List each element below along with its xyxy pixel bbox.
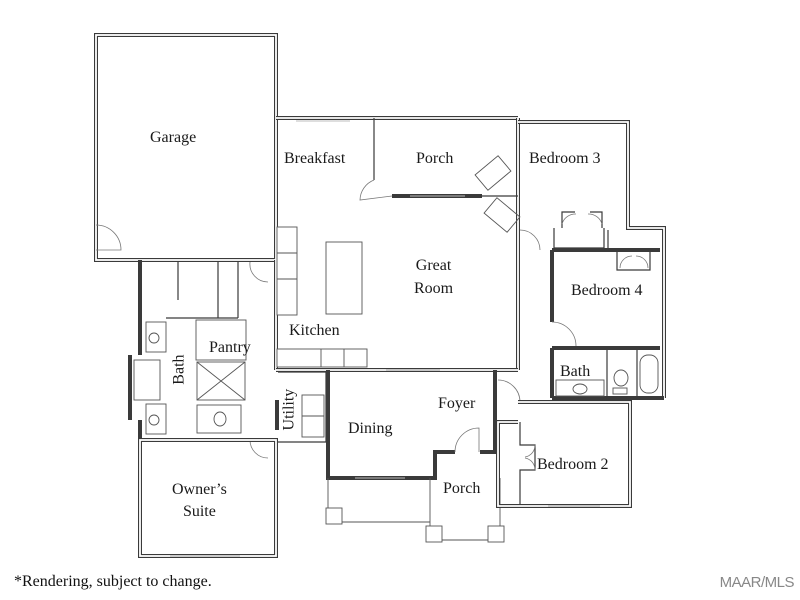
bedroom2-walls bbox=[496, 400, 632, 508]
bedroom3-closet bbox=[553, 211, 605, 249]
front-porch bbox=[325, 478, 505, 543]
breakfast-door-swing bbox=[359, 179, 393, 201]
room-label-front-porch: Porch bbox=[443, 480, 481, 497]
dining-foyer-walls bbox=[326, 370, 521, 480]
room-label-rear-porch: Porch bbox=[416, 150, 454, 167]
room-label-bedroom-4: Bedroom 4 bbox=[571, 282, 643, 299]
room-label-owner-bath: Bath bbox=[170, 354, 188, 385]
room-label-kitchen: Kitchen bbox=[289, 322, 340, 339]
kitchen-fixtures bbox=[276, 226, 368, 368]
room-label-utility: Utility bbox=[280, 388, 298, 431]
bedroom4-walls bbox=[519, 229, 660, 398]
room-label-foyer: Foyer bbox=[438, 395, 476, 412]
exterior-walls bbox=[274, 116, 666, 398]
room-label-breakfast: Breakfast bbox=[284, 150, 346, 167]
mls-watermark: MAAR/MLS bbox=[719, 574, 795, 591]
rendering-disclaimer: *Rendering, subject to change. bbox=[14, 573, 212, 590]
room-label-great-room: Great Room bbox=[414, 256, 453, 298]
great-room-line-2: Room bbox=[414, 280, 454, 298]
room-label-dining: Dining bbox=[348, 420, 393, 437]
room-label-hall-bath: Bath bbox=[560, 363, 591, 380]
room-label-owners-suite: Owner’s Suite bbox=[172, 480, 227, 521]
hall-bath-fixtures bbox=[552, 350, 664, 400]
porch-door-upper bbox=[474, 155, 512, 191]
room-label-bedroom-2: Bedroom 2 bbox=[537, 456, 609, 473]
left-wing-walls bbox=[128, 260, 276, 459]
room-label-bedroom-3: Bedroom 3 bbox=[529, 150, 601, 167]
room-label-garage: Garage bbox=[150, 129, 197, 146]
owners-suite-line-1: Owner’s bbox=[172, 481, 227, 498]
great-room-line-1: Great bbox=[415, 257, 452, 274]
room-label-pantry: Pantry bbox=[209, 339, 251, 356]
porch-door-lower bbox=[483, 197, 521, 233]
garage-walls bbox=[94, 33, 278, 262]
owners-suite-line-2: Suite bbox=[182, 503, 216, 521]
